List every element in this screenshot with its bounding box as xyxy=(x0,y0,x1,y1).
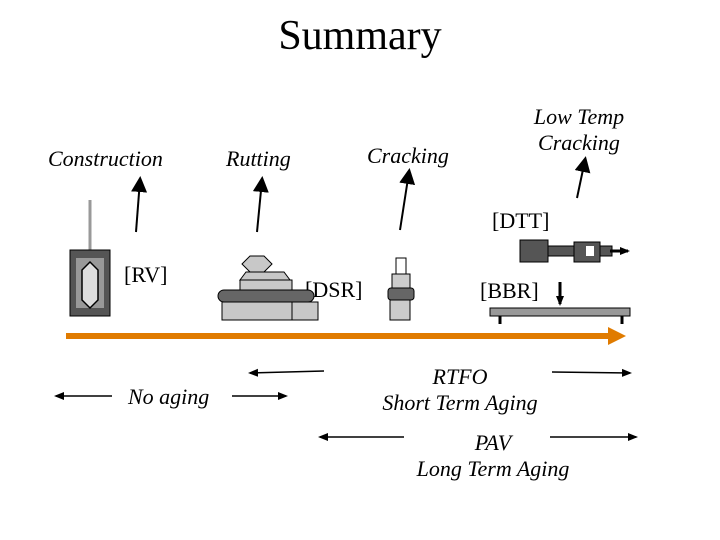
rv-label: [RV] xyxy=(124,262,168,287)
dsr-apparatus-icon xyxy=(217,255,319,321)
dsr-label: [DSR] xyxy=(305,277,363,302)
construction-label: Construction xyxy=(48,146,163,171)
rtfo-left-arrow xyxy=(248,368,325,377)
page-title: Summary xyxy=(278,13,442,59)
construction-arrow xyxy=(131,176,148,233)
rtfo-right-arrow xyxy=(551,368,632,377)
bbr-label: [BBR] xyxy=(480,278,539,303)
low-temp-cracking-label: Low Temp Cracking xyxy=(515,104,643,156)
dsr-plate-icon xyxy=(387,257,415,321)
cracking-label: Cracking xyxy=(367,143,449,168)
rtfo-label: RTFO Short Term Aging xyxy=(340,364,580,416)
rutting-label: Rutting xyxy=(226,146,291,171)
dtt-apparatus-icon xyxy=(519,239,630,263)
low-temp-arrow xyxy=(574,156,591,199)
pav-label: PAV Long Term Aging xyxy=(380,430,606,482)
pav-desc: Long Term Aging xyxy=(416,456,570,481)
pav-name: PAV xyxy=(474,430,512,455)
no-aging-label: No aging xyxy=(128,384,210,409)
low-temp-line2: Cracking xyxy=(538,130,620,155)
timeline-arrow xyxy=(66,327,626,345)
low-temp-line1: Low Temp xyxy=(533,104,625,129)
rtfo-desc: Short Term Aging xyxy=(382,390,538,415)
aging-range-arrows xyxy=(54,368,638,441)
bbr-apparatus-icon xyxy=(489,282,631,324)
rutting-arrow xyxy=(252,176,269,233)
rotational-viscometer-icon xyxy=(69,200,111,317)
rtfo-name: RTFO xyxy=(432,364,488,389)
dtt-label: [DTT] xyxy=(492,208,550,233)
pointer-arrows xyxy=(131,156,591,233)
cracking-arrow xyxy=(399,168,416,231)
